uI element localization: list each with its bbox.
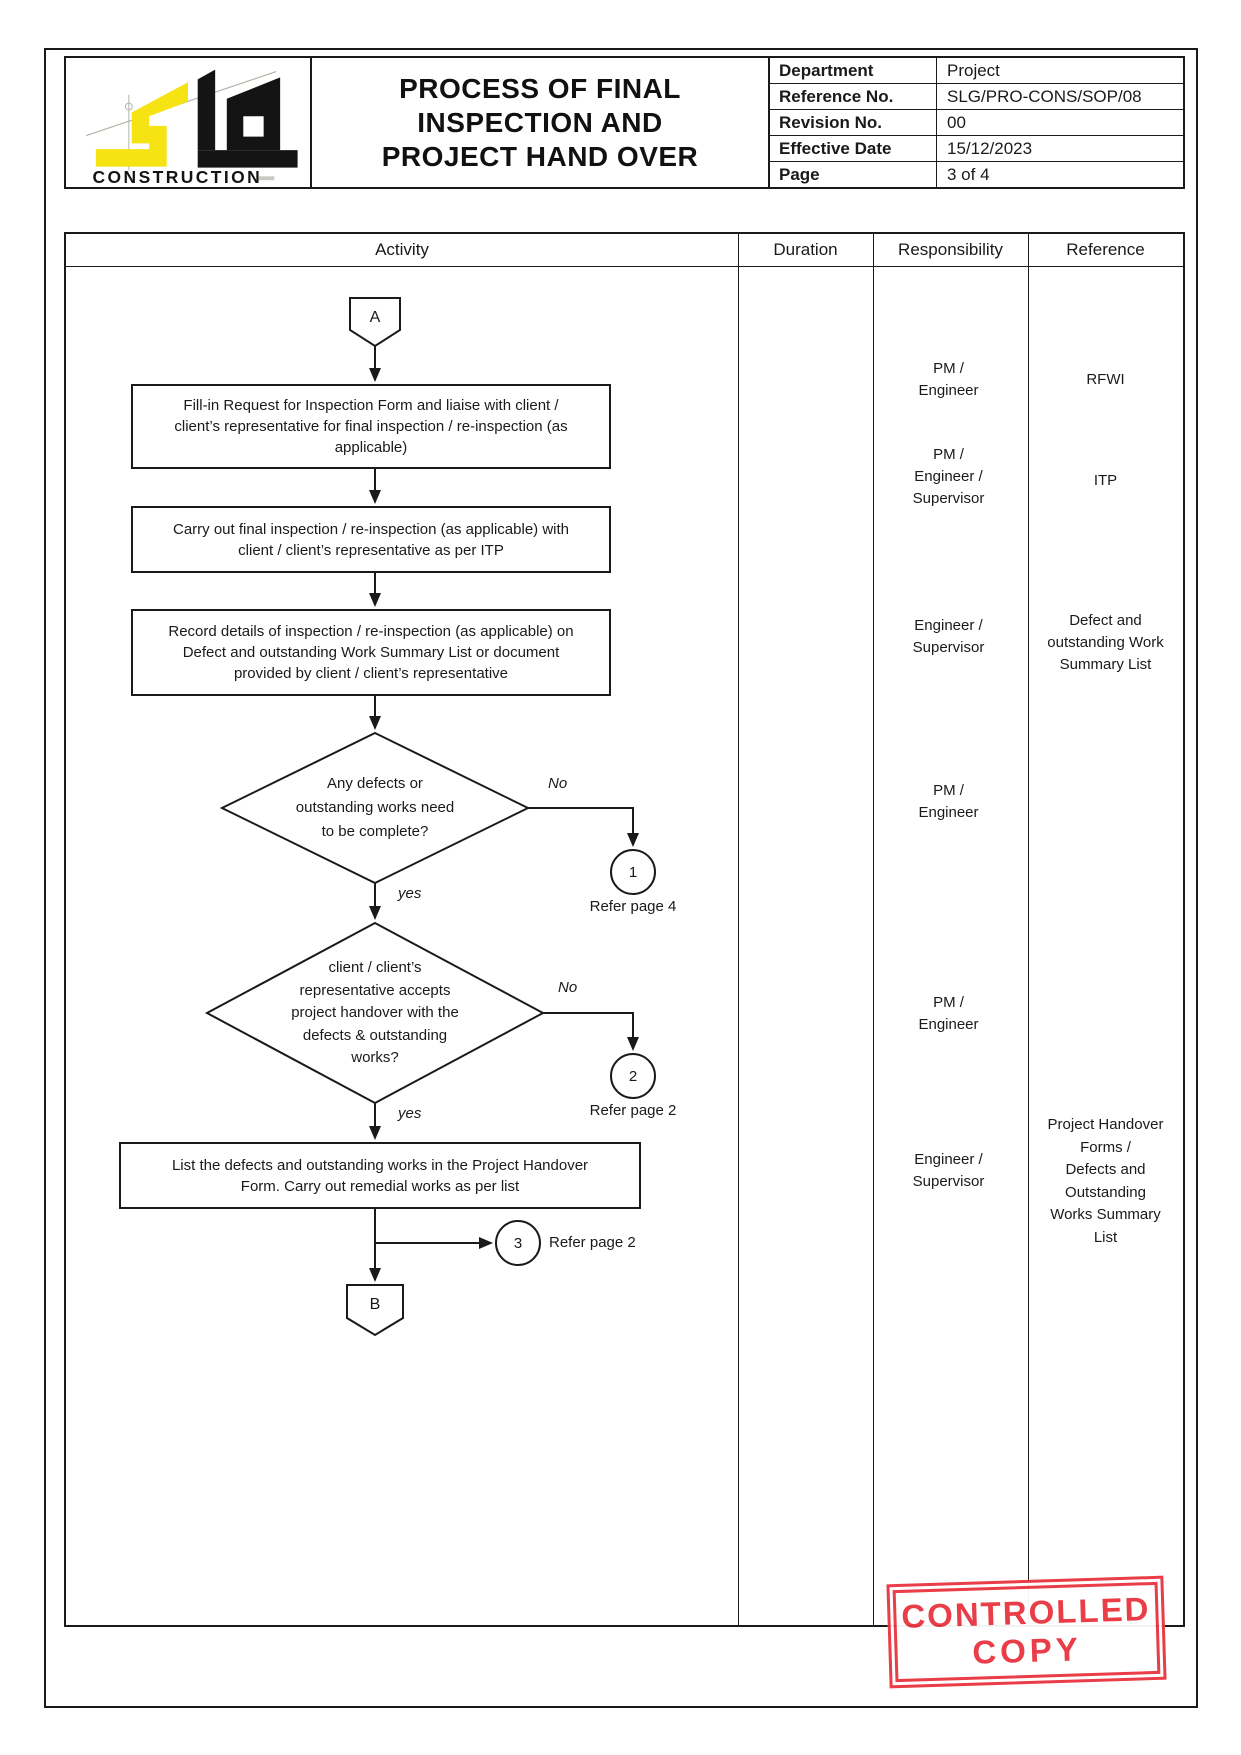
responsibility-entry-6: Engineer / Supervisor	[912, 1151, 985, 1190]
flow-table: Activity Duration Responsibility Referen…	[64, 232, 1185, 1627]
offpage-connector-1-caption: Refer page 4	[589, 898, 677, 915]
offpage-connector-1-number: 1	[628, 863, 638, 881]
offpage-connector-3-caption: Refer page 2	[549, 1234, 636, 1251]
info-value: 00	[947, 112, 966, 132]
column-header-responsibility: Responsibility	[898, 240, 1003, 259]
process-box-1	[131, 384, 611, 469]
no-branch-line-1	[528, 807, 639, 847]
info-value: 3 of 4	[947, 164, 990, 184]
logo-letter-l	[197, 69, 216, 151]
process-box-4	[119, 1142, 641, 1209]
offpage-connector-2	[610, 1053, 656, 1099]
offpage-connector-3	[495, 1220, 541, 1266]
info-label: Effective Date	[770, 136, 937, 161]
decision-2-text: client / client’s representative accepts…	[291, 959, 459, 1067]
responsibility-entry-4: PM / Engineer	[918, 782, 979, 821]
reference-entry-2: ITP	[1093, 472, 1118, 489]
process-box-2	[131, 506, 611, 573]
connector-b-label: B	[369, 1296, 381, 1313]
process-box-1-text: Fill-in Request for Inspection Form and …	[174, 397, 568, 456]
reference-entry-4: Project Handover Forms / Defects and Out…	[1047, 1116, 1164, 1246]
stamp-text-copy: COPY	[971, 1630, 1083, 1671]
info-label: Reference No.	[770, 84, 937, 109]
decision-2-yes-label: yes	[398, 1105, 422, 1122]
responsibility-entry-5: PM / Engineer	[918, 994, 979, 1033]
process-box-3	[131, 609, 611, 696]
stamp-text-controlled: CONTROLLED	[900, 1590, 1151, 1635]
info-label: Revision No.	[770, 110, 937, 135]
reference-entry-3: Defect and outstanding Work Summary List	[1047, 612, 1164, 673]
info-label: Page	[770, 162, 937, 187]
info-row-reference-no: Reference No. SLG/PRO-CONS/SOP/08	[770, 84, 1183, 110]
logo-letter-g	[226, 77, 281, 151]
info-value: 15/12/2023	[947, 138, 1033, 158]
decision-1-yes-label: yes	[398, 885, 422, 902]
no-branch-line-2	[543, 1012, 639, 1051]
page-border	[44, 48, 1198, 1708]
decision-2-no-label: No	[558, 979, 578, 996]
offpage-connector-1	[610, 849, 656, 895]
column-divider	[873, 234, 874, 1625]
column-header-activity: Activity	[375, 240, 429, 259]
decision-1-text: Any defects or outstanding works need to…	[295, 775, 455, 840]
connector-a-shape	[349, 297, 401, 348]
controlled-copy-stamp: CONTROLLED COPY	[886, 1575, 1167, 1689]
header: CONSTRUCTION PROCESS OF FINAL INSPECTION…	[64, 56, 1185, 189]
header-row-divider	[66, 266, 1183, 267]
page-title: PROCESS OF FINAL INSPECTION AND PROJECT …	[381, 72, 699, 172]
logo-construction-label: CONSTRUCTION	[93, 167, 263, 187]
info-row-page: Page 3 of 4	[770, 162, 1183, 187]
connector-a-label: A	[369, 309, 381, 326]
process-box-3-text: Record details of inspection / re-inspec…	[168, 623, 574, 682]
decision-1-no-label: No	[548, 775, 568, 792]
responsibility-entry-2: PM / Engineer / Supervisor	[912, 446, 985, 507]
info-value: SLG/PRO-CONS/SOP/08	[947, 86, 1142, 106]
logo-letter-s	[95, 82, 188, 167]
offpage-connector-2-caption: Refer page 2	[589, 1102, 677, 1119]
info-row-effective-date: Effective Date 15/12/2023	[770, 136, 1183, 162]
process-box-4-text: List the defects and outstanding works i…	[171, 1156, 589, 1195]
column-divider	[738, 234, 739, 1625]
document-info-table: Department Project Reference No. SLG/PRO…	[770, 58, 1183, 187]
column-header-duration: Duration	[773, 240, 838, 259]
slg-logo-graphic: CONSTRUCTION	[85, 69, 298, 187]
responsibility-entry-3: Engineer / Supervisor	[912, 617, 985, 656]
controlled-copy-stamp-border: CONTROLLED COPY	[892, 1581, 1161, 1683]
column-header-reference: Reference	[1066, 240, 1145, 259]
connector-b-shape	[346, 1284, 404, 1337]
info-row-department: Department Project	[770, 58, 1183, 84]
offpage-connector-3-number: 3	[513, 1234, 523, 1252]
info-value: Project	[947, 60, 1000, 80]
column-divider	[1028, 234, 1029, 1625]
info-label: Department	[770, 58, 937, 83]
logo: CONSTRUCTION	[66, 58, 312, 187]
info-row-revision-no: Revision No. 00	[770, 110, 1183, 136]
offpage-connector-2-number: 2	[628, 1067, 638, 1085]
responsibility-entry-1: PM / Engineer	[918, 360, 979, 399]
title-cell: PROCESS OF FINAL INSPECTION AND PROJECT …	[312, 58, 770, 187]
process-box-2-text: Carry out final inspection / re-inspecti…	[172, 520, 570, 559]
reference-entry-1: RFWI	[1086, 371, 1125, 388]
